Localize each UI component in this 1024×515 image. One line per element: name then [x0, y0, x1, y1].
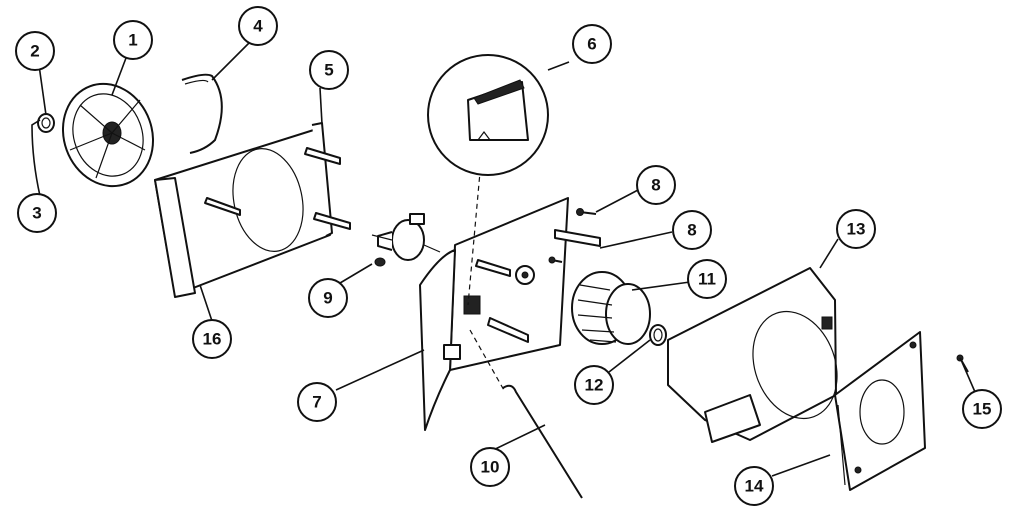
callout-13: 13	[836, 209, 876, 249]
callout-14-label: 14	[745, 477, 764, 496]
callout-8a: 8	[636, 165, 676, 205]
shroud-panel-part	[154, 122, 351, 298]
callout-3-label: 3	[32, 204, 41, 223]
callout-9: 9	[308, 278, 348, 318]
callout-14: 14	[734, 466, 774, 506]
blower-wheel-part	[571, 271, 651, 345]
link-rod-part	[469, 329, 583, 499]
clamp-part	[649, 324, 667, 346]
shroud-strip-part	[181, 73, 223, 154]
callout-5-label: 5	[324, 61, 333, 80]
motor-part	[371, 213, 441, 267]
callout-8b-label: 8	[687, 221, 696, 240]
nut-part	[37, 113, 55, 133]
callout-9-label: 9	[323, 289, 332, 308]
callout-16-label: 16	[203, 330, 222, 349]
callout-7: 7	[297, 382, 337, 422]
detail-inset	[427, 54, 549, 176]
callout-6-label: 6	[587, 35, 596, 54]
callout-15: 15	[962, 389, 1002, 429]
callout-11-label: 11	[698, 270, 716, 289]
mounting-posts	[204, 147, 351, 230]
callout-3: 3	[17, 193, 57, 233]
callout-8b: 8	[672, 210, 712, 250]
callout-10: 10	[470, 447, 510, 487]
cover-plate-part	[834, 331, 926, 491]
fan-blade-part	[61, 82, 155, 188]
callout-1: 1	[113, 20, 153, 60]
callout-4-label: 4	[253, 17, 263, 36]
callout-6: 6	[572, 24, 612, 64]
callout-16: 16	[192, 319, 232, 359]
screw-parts	[548, 208, 597, 264]
callout-8a-label: 8	[651, 176, 660, 195]
scroll-housing-part	[667, 267, 838, 443]
bulkhead-plate-part	[419, 149, 601, 431]
callout-5: 5	[309, 50, 349, 90]
callout-11: 11	[687, 259, 727, 299]
callout-7-label: 7	[312, 393, 321, 412]
callout-15-label: 15	[973, 400, 992, 419]
callout-4: 4	[238, 6, 278, 46]
callout-2: 2	[15, 31, 55, 71]
callout-12-label: 12	[585, 376, 604, 395]
callout-13-label: 13	[847, 220, 866, 239]
callout-12: 12	[574, 365, 614, 405]
callout-1-label: 1	[128, 31, 137, 50]
callout-2-label: 2	[30, 42, 39, 61]
callout-10-label: 10	[481, 458, 500, 477]
